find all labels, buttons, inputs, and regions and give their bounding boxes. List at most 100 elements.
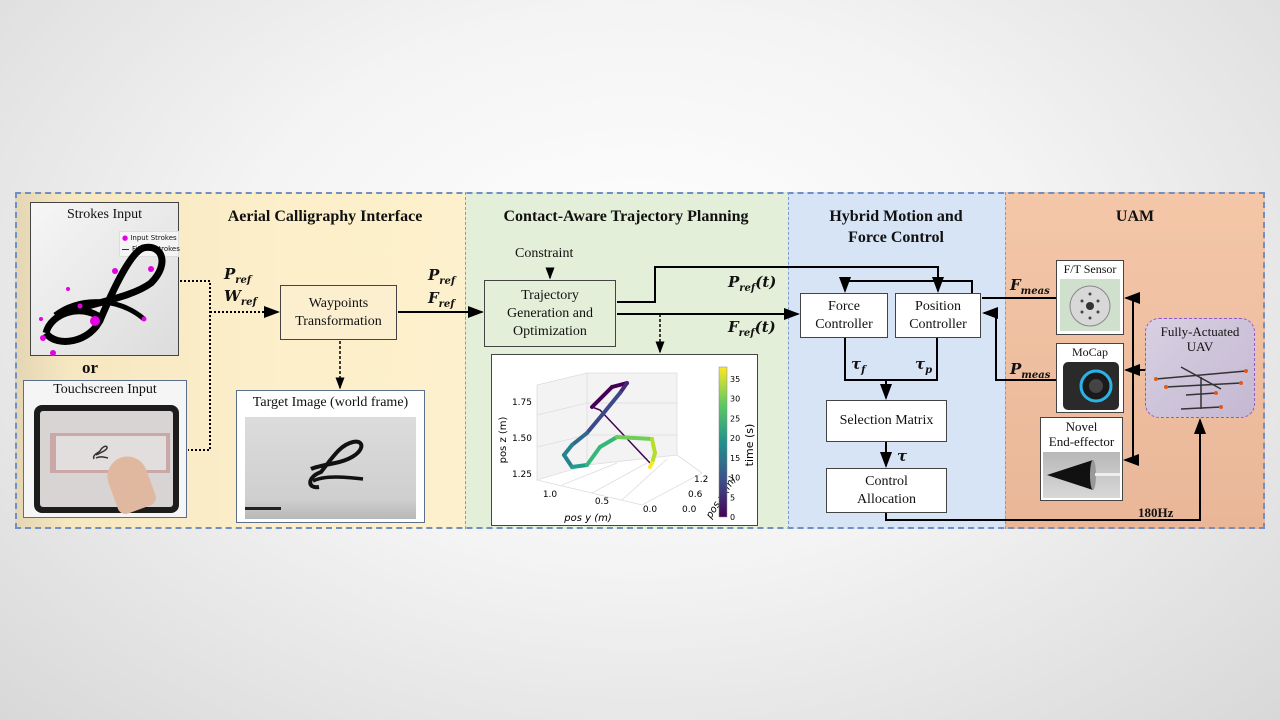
x-tick: 1.2 bbox=[694, 475, 708, 485]
plot-grid bbox=[536, 372, 703, 506]
control-allocation-line1: Control bbox=[865, 473, 908, 489]
control-title: Hybrid Motion and Force Control bbox=[790, 206, 1002, 248]
z-tick: 1.25 bbox=[512, 470, 532, 480]
colorbar-tick: 30 bbox=[730, 395, 740, 404]
colorbar-label: time (s) bbox=[743, 424, 756, 467]
end-effector-image bbox=[1043, 452, 1120, 498]
strokes-input-panel: Strokes Input ● Input Strokes Fitted Str… bbox=[30, 202, 180, 356]
diagram-border bbox=[15, 192, 1265, 529]
colorbar-tick: 20 bbox=[730, 434, 740, 443]
mocap-panel: MoCap bbox=[1056, 343, 1124, 413]
legend-marker-icon: ● bbox=[122, 234, 129, 242]
control-allocation-line2: Allocation bbox=[856, 491, 917, 507]
constraint-label: Constraint bbox=[515, 246, 574, 261]
trajectory-segment bbox=[590, 385, 614, 409]
tau-f-label: τf bbox=[851, 355, 866, 376]
signal-f-ref-out: Fref bbox=[428, 289, 455, 310]
input-stroke-markers bbox=[39, 266, 154, 356]
or-label: or bbox=[82, 358, 99, 377]
signal-f-ref-t: Fref(t) bbox=[728, 318, 776, 339]
waypoints-line2: Transformation bbox=[295, 313, 382, 329]
strokes-plot bbox=[39, 243, 166, 356]
trajectory-segment bbox=[618, 381, 629, 395]
x-tick: 0.6 bbox=[688, 490, 703, 500]
trajectory-line1: Trajectory bbox=[521, 287, 579, 303]
strokes-input-title: Strokes Input bbox=[66, 207, 143, 222]
y-axis-label: pos y (m) bbox=[563, 513, 612, 524]
trajectory-segment bbox=[591, 406, 651, 464]
planning-title: Contact-Aware Trajectory Planning bbox=[503, 208, 749, 225]
position-controller-line1: Position bbox=[915, 298, 961, 314]
panel-divider bbox=[788, 192, 789, 529]
ft-sensor-label: F/T Sensor bbox=[1063, 262, 1117, 276]
control-title-line1: Hybrid Motion and bbox=[829, 208, 963, 225]
y-tick: 0.0 bbox=[643, 505, 658, 515]
trajectory-segment bbox=[615, 435, 654, 441]
trajectory-line3: Optimization bbox=[513, 323, 587, 339]
y-tick: 1.0 bbox=[543, 490, 558, 500]
trajectory-segment bbox=[598, 435, 619, 449]
z-axis-label: pos z (m) bbox=[498, 416, 509, 463]
legend-line-icon bbox=[122, 249, 129, 250]
trajectory-segment bbox=[570, 431, 589, 447]
uam-title: UAM bbox=[1115, 208, 1155, 225]
z-tick: 1.75 bbox=[512, 398, 532, 408]
force-controller-line2: Controller bbox=[815, 316, 873, 332]
signal-p-ref-out: Pref bbox=[428, 266, 456, 287]
mocap-camera-image bbox=[1063, 362, 1119, 410]
tau-label: τ bbox=[897, 447, 908, 465]
x-tick: 0.0 bbox=[682, 505, 697, 515]
trajectory-segment bbox=[600, 391, 622, 417]
calligraphy-stroke-icon bbox=[245, 439, 364, 510]
trajectory-line2: Generation and bbox=[507, 305, 593, 321]
waypoints-line1: Waypoints bbox=[308, 295, 369, 311]
colorbar-ticks: 0 5 10 15 20 25 30 35 bbox=[730, 375, 740, 522]
colorbar-tick: 15 bbox=[730, 454, 740, 463]
colorbar-tick: 25 bbox=[730, 414, 740, 423]
legend-input-strokes: ● Input Strokes bbox=[122, 234, 177, 242]
force-controller-line1: Force bbox=[828, 298, 860, 314]
trajectory-segment bbox=[562, 453, 574, 469]
touchscreen-input-panel: Touchscreen Input bbox=[23, 380, 187, 518]
trajectory-3d-plot: 1.75 1.50 1.25 1.0 0.5 0.0 0.0 0.6 1.2 p… bbox=[491, 354, 758, 526]
panel-divider bbox=[1005, 192, 1006, 529]
position-controller-box: Position Controller bbox=[895, 293, 981, 338]
colorbar-tick: 5 bbox=[730, 493, 735, 502]
waypoints-transformation-box: Waypoints Transformation bbox=[280, 285, 397, 340]
trajectory-generation-box: Trajectory Generation and Optimization bbox=[484, 280, 616, 347]
drone-icon bbox=[1154, 366, 1248, 410]
trajectory-segment bbox=[562, 443, 574, 457]
ft-sensor-panel: F/T Sensor bbox=[1056, 260, 1124, 335]
interface-title: Aerial Calligraphy Interface bbox=[227, 208, 423, 225]
colorbar bbox=[718, 366, 728, 518]
target-image-panel: Target Image (world frame) bbox=[236, 390, 425, 523]
colorbar-tick: 10 bbox=[730, 474, 740, 483]
z-tick: 1.50 bbox=[512, 434, 532, 444]
tablet-stroke-icon bbox=[92, 445, 109, 460]
panel-divider bbox=[465, 192, 466, 529]
trajectory-segment bbox=[585, 445, 602, 467]
signal-w-ref-in: Wref bbox=[224, 287, 257, 308]
signal-p-ref-t: Pref(t) bbox=[728, 273, 777, 294]
target-image-title: Target Image (world frame) bbox=[252, 395, 409, 410]
force-controller-box: Force Controller bbox=[800, 293, 888, 338]
trajectory-segment bbox=[585, 413, 604, 435]
control-title-line2: Force Control bbox=[848, 229, 944, 246]
ft-sensor-image bbox=[1060, 279, 1120, 331]
colorbar-tick: 35 bbox=[730, 375, 740, 384]
touchscreen-input-title: Touchscreen Input bbox=[53, 382, 157, 397]
trajectory-line bbox=[562, 381, 657, 469]
tau-p-label: τp bbox=[915, 355, 933, 376]
control-allocation-box: Control Allocation bbox=[826, 468, 947, 513]
trajectory-segment bbox=[650, 437, 657, 455]
tablet-image bbox=[34, 405, 179, 517]
trajectory-segment bbox=[648, 461, 654, 469]
colorbar-tick: 0 bbox=[730, 513, 735, 522]
signal-p-ref-in: Pref bbox=[224, 265, 252, 286]
position-controller-line2: Controller bbox=[909, 316, 967, 332]
target-photo bbox=[245, 417, 416, 519]
trajectory-plot-svg: 1.75 1.50 1.25 1.0 0.5 0.0 0.0 0.6 1.2 p… bbox=[498, 366, 756, 524]
